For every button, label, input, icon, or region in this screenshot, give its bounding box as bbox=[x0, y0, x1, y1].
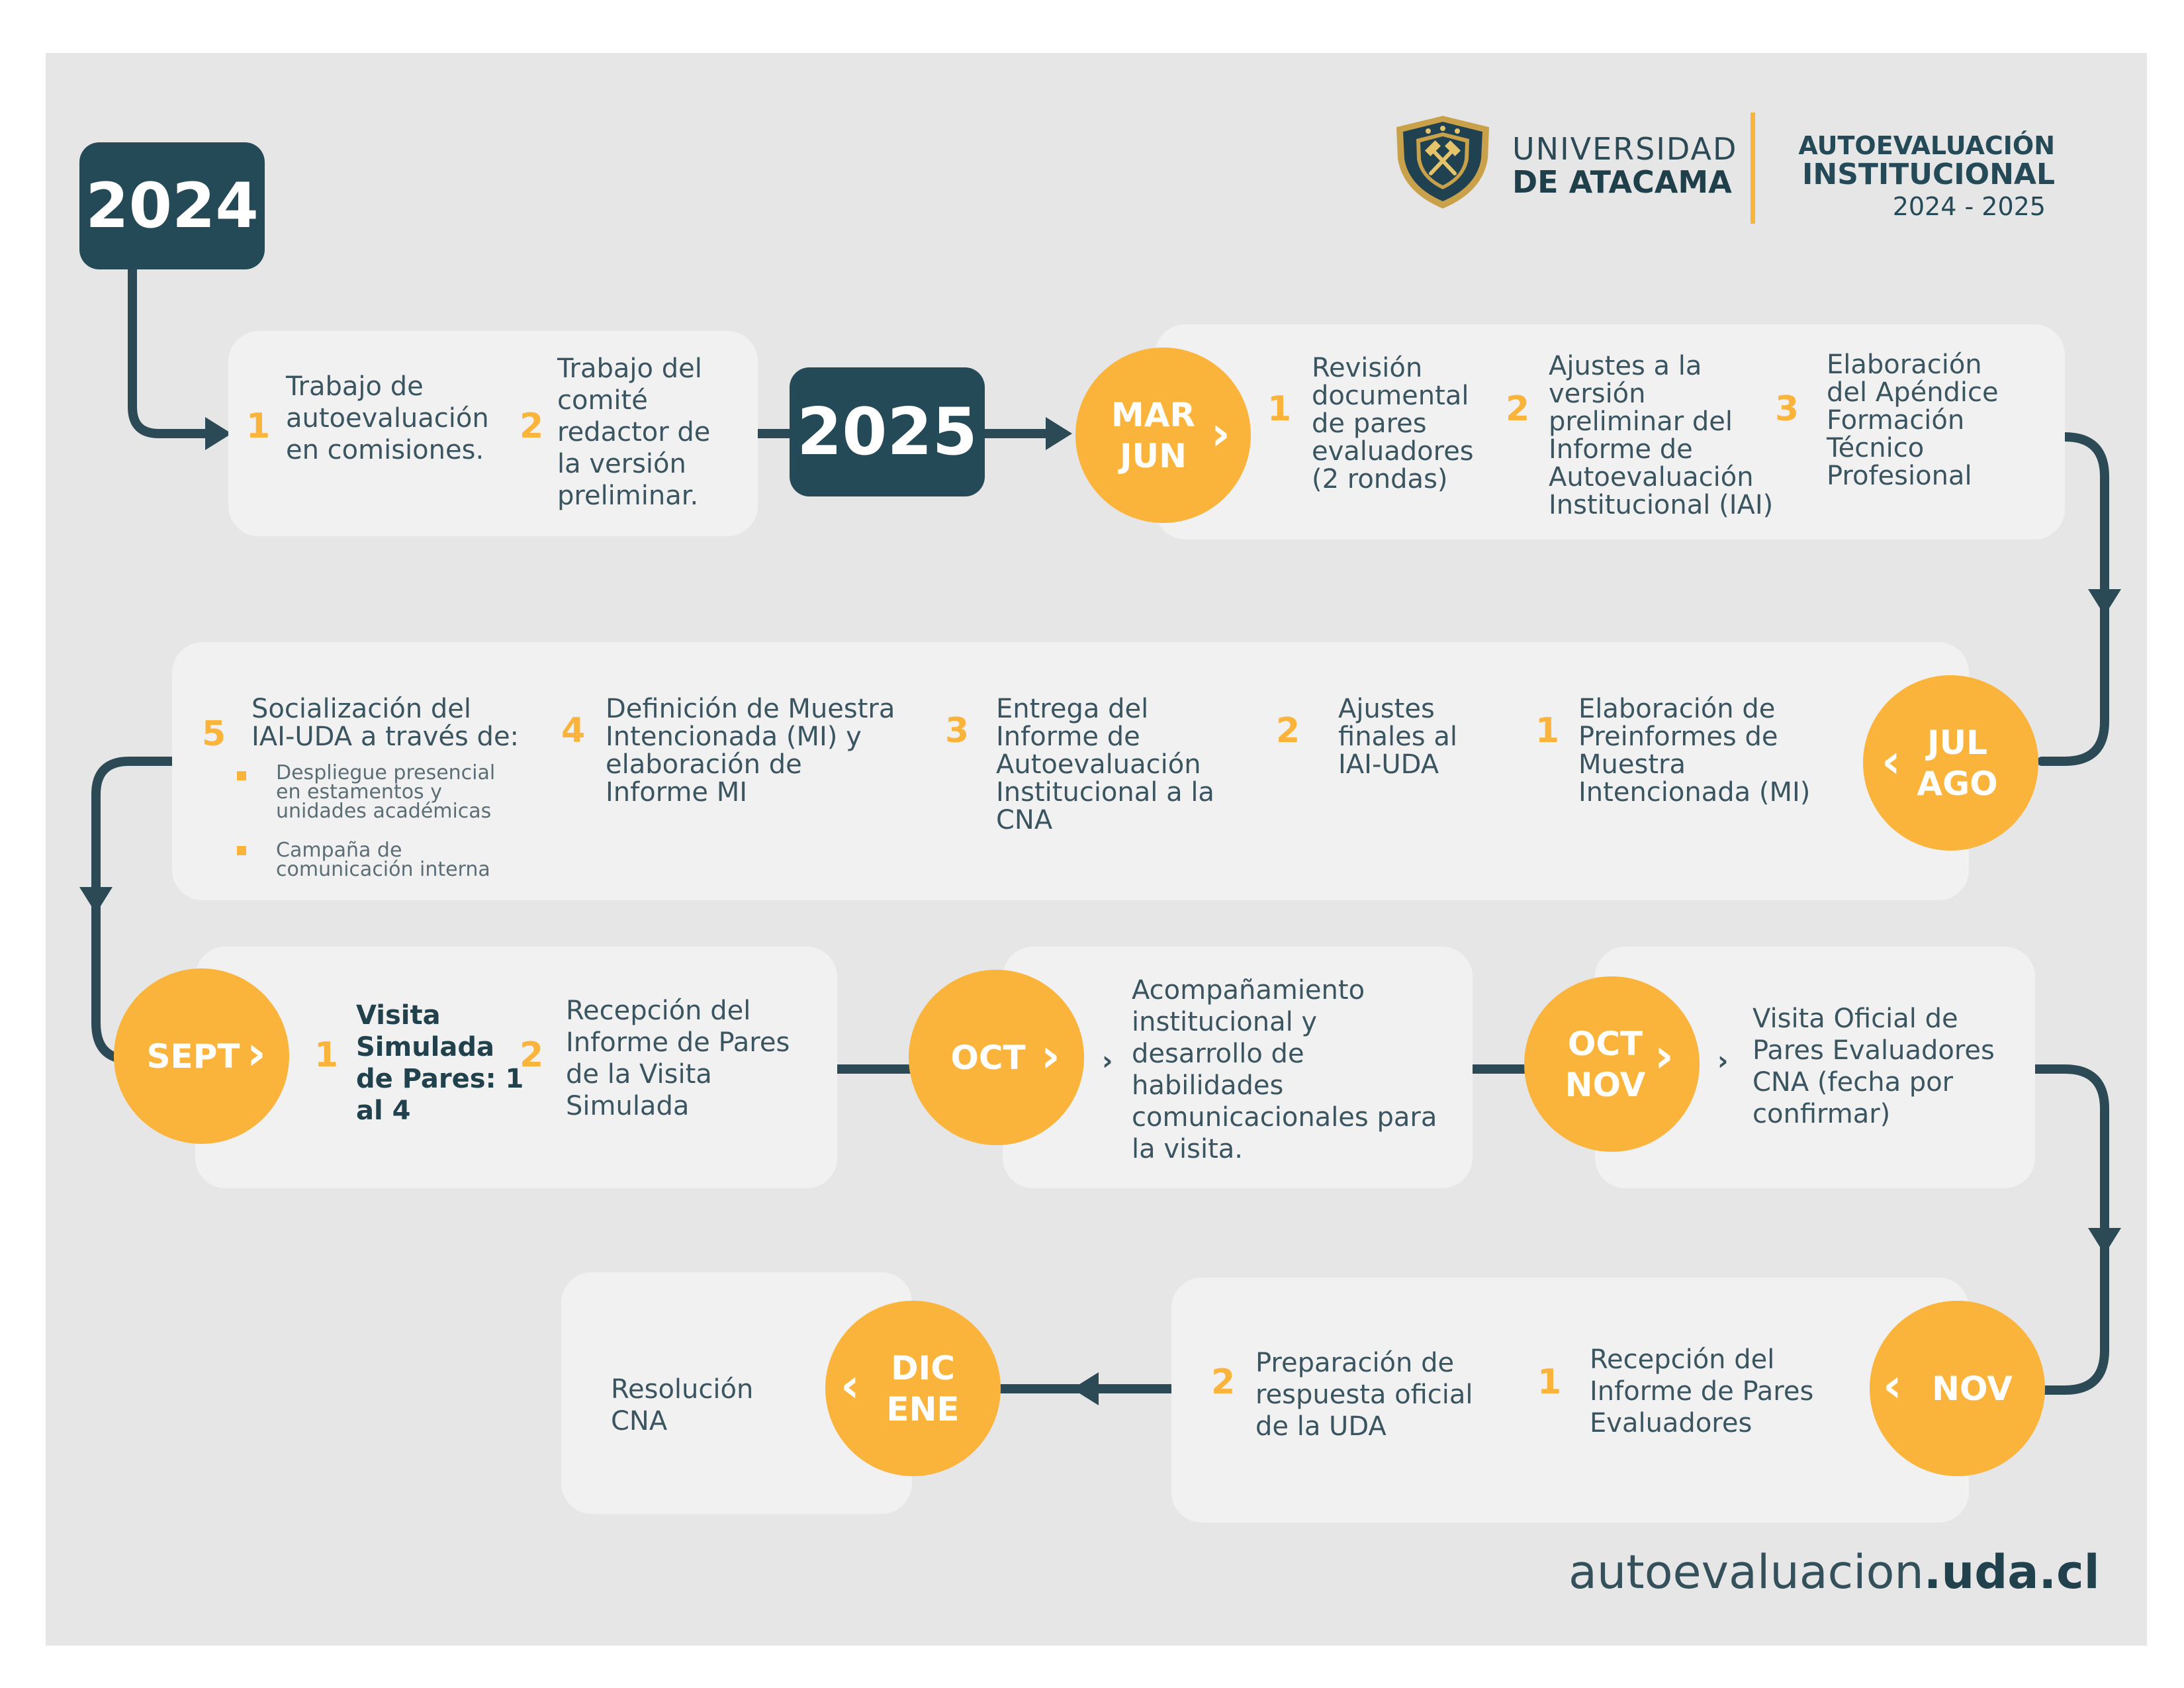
step-text: Ajustes a la versión preliminar del Info… bbox=[1549, 351, 1774, 520]
step-number: 1 bbox=[1535, 711, 1560, 751]
chevron-left-icon: ‹ bbox=[1883, 1358, 1902, 1413]
period-label: JUL AGO bbox=[1917, 723, 1998, 803]
university-name-line1: UNIVERSIDAD bbox=[1512, 131, 1738, 167]
step-text: Ajustes finales al IAI-UDA bbox=[1338, 694, 1457, 780]
step-text: Recepción del Informe de Pares de la Vis… bbox=[566, 996, 790, 1121]
crest-icon bbox=[1396, 116, 1489, 209]
bullet-marker bbox=[237, 771, 246, 780]
period-mar-jun: MAR JUN bbox=[1075, 348, 1251, 523]
period-label: DIC ENE bbox=[886, 1348, 960, 1429]
step-number: 1 bbox=[1537, 1362, 1562, 1402]
card-mar-jun bbox=[1155, 324, 2065, 539]
step-text: Acompañamiento institucional y desarroll… bbox=[1132, 975, 1437, 1164]
step-number: 1 bbox=[314, 1035, 339, 1075]
period-label: OCT bbox=[950, 1038, 1026, 1077]
period-jul-ago: JUL AGO bbox=[1863, 675, 2038, 851]
step-number: 1 bbox=[246, 406, 271, 446]
step-text: Elaboración del Apéndice Formación Técni… bbox=[1827, 350, 1999, 491]
step-number: 2 bbox=[1276, 711, 1300, 751]
step-number: 2 bbox=[520, 406, 544, 446]
university-name-line2: DE ATACAMA bbox=[1512, 164, 1732, 200]
year-2024-label: 2024 bbox=[85, 169, 259, 242]
step-text: Trabajo de autoevaluación en comisiones. bbox=[286, 371, 489, 465]
year-2025-box: 2025 bbox=[790, 367, 985, 496]
step-number: 3 bbox=[1775, 389, 1799, 429]
period-label: NOV bbox=[1932, 1369, 2013, 1408]
card-jul-ago bbox=[172, 642, 1969, 900]
step-text: Definición de Muestra Intencionada (MI) … bbox=[606, 694, 895, 808]
step-text: Recepción del Informe de Pares Evaluador… bbox=[1590, 1344, 1814, 1438]
step-number: 2 bbox=[1506, 389, 1530, 429]
bullet-text: Campaña de comunicación interna bbox=[276, 839, 490, 881]
step-number: 2 bbox=[520, 1035, 544, 1075]
footer-url-bold: .uda.cl bbox=[1923, 1545, 2100, 1599]
university-crest bbox=[1390, 113, 1496, 212]
card-nov bbox=[1171, 1278, 1969, 1523]
step-text: Visita Simulada de Pares: 1 al 4 bbox=[356, 1000, 524, 1126]
header-divider bbox=[1751, 113, 1755, 224]
step-number: 5 bbox=[202, 714, 226, 754]
card-2024-tasks bbox=[228, 331, 758, 536]
footer-url-light: autoevaluacion bbox=[1569, 1545, 1924, 1599]
year-2024-box: 2024 bbox=[79, 142, 265, 269]
step-number: 1 bbox=[1267, 389, 1292, 429]
period-label: MAR JUN bbox=[1111, 395, 1195, 475]
chevron-right-icon: › bbox=[1211, 406, 1230, 461]
program-years: 2024 - 2025 bbox=[1892, 192, 2046, 221]
chevron-right-icon: › bbox=[1655, 1029, 1674, 1083]
period-oct: OCT bbox=[909, 970, 1084, 1145]
step-text: Resolución CNA bbox=[611, 1374, 754, 1436]
step-number: 3 bbox=[945, 711, 970, 751]
footer-url[interactable]: autoevaluacion.uda.cl bbox=[1569, 1546, 2100, 1599]
step-text: Elaboración de Preinformes de Muestra In… bbox=[1578, 694, 1811, 808]
step-text: Preparación de respuesta oficial de la U… bbox=[1255, 1348, 1473, 1442]
program-title: AUTOEVALUACIÓN INSTITUCIONAL 2024 - 2025 bbox=[1790, 131, 2055, 224]
card-sept bbox=[195, 947, 837, 1188]
chevron-left-icon: ‹ bbox=[1882, 734, 1901, 788]
chevron-right-icon: › bbox=[1041, 1029, 1060, 1083]
bullet-marker bbox=[237, 846, 246, 855]
step-text: Trabajo del comité redactor de la versió… bbox=[557, 353, 711, 511]
step-text: Revisión documental de pares evaluadores… bbox=[1312, 353, 1474, 494]
bullet-text: Despliegue presencial en estamentos y un… bbox=[276, 761, 496, 823]
year-2025-label: 2025 bbox=[797, 394, 978, 470]
step-text: Socialización del IAI-UDA a través de: bbox=[251, 694, 520, 752]
chevron-right-icon: › bbox=[1717, 1046, 1729, 1076]
period-label: SEPT bbox=[146, 1037, 240, 1076]
program-title-line1: AUTOEVALUACIÓN bbox=[1798, 131, 2055, 160]
university-name: UNIVERSIDAD DE ATACAMA bbox=[1512, 132, 1737, 199]
chevron-right-icon: › bbox=[1102, 1046, 1113, 1076]
period-dic-ene: DIC ENE bbox=[825, 1301, 1001, 1476]
step-number: 4 bbox=[561, 711, 586, 751]
period-sept: SEPT bbox=[114, 968, 289, 1144]
step-number: 2 bbox=[1211, 1362, 1236, 1402]
chevron-right-icon: › bbox=[247, 1026, 266, 1080]
period-nov: NOV bbox=[1870, 1301, 2045, 1476]
step-text: Entrega del Informe de Autoevaluación In… bbox=[996, 694, 1214, 835]
period-label: OCT NOV bbox=[1565, 1024, 1646, 1104]
step-text: Visita Oficial de Pares Evaluadores CNA … bbox=[1752, 1004, 1995, 1129]
chevron-left-icon: ‹ bbox=[841, 1358, 860, 1413]
program-title-line2: INSTITUCIONAL bbox=[1802, 158, 2055, 191]
arrow-head bbox=[205, 417, 232, 450]
period-oct-nov: OCT NOV bbox=[1524, 976, 1700, 1152]
